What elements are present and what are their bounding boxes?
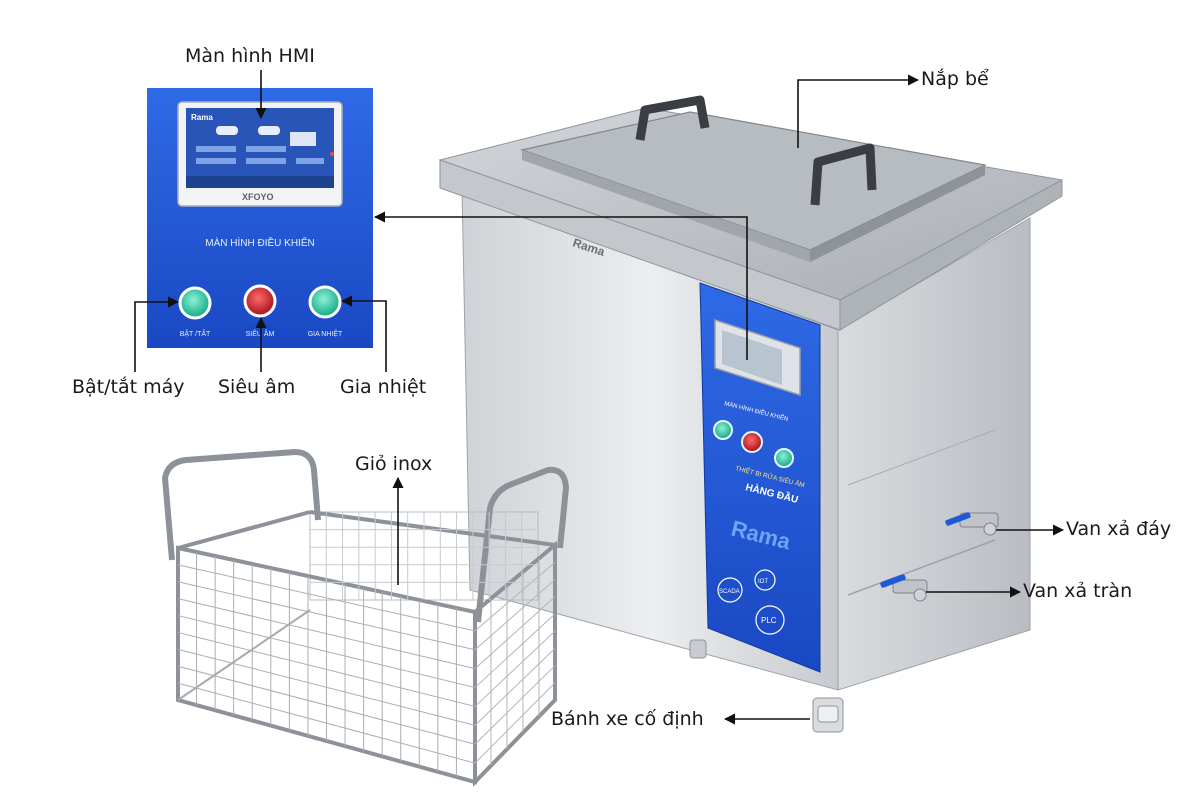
basket-wire (474, 579, 556, 651)
hmi-screen-widget (258, 126, 280, 135)
tank-ultrasonic-button[interactable] (741, 431, 763, 453)
hmi-screen-footer (186, 176, 334, 188)
ball-valve-icon[interactable] (945, 512, 999, 536)
callout-basket: Giỏ inox (355, 453, 433, 475)
leader-lines (134, 70, 1065, 725)
hmi-screen-widget (196, 146, 236, 152)
callout-bottom-drain: Van xả đáy (1066, 518, 1172, 540)
ultrasonic-button-label: SIÊU ÂM (246, 329, 275, 338)
hmi-screen-widget (246, 146, 286, 152)
hmi-screen-widget (290, 132, 316, 146)
badge-scada (717, 577, 743, 603)
hmi-indicator (330, 152, 334, 156)
badge-plc (755, 605, 785, 635)
callout-heating: Gia nhiệt (340, 376, 427, 398)
callout-lid: Nắp bể (921, 68, 989, 90)
basket-wire (474, 665, 556, 745)
basket-wire (177, 682, 476, 764)
basket-wire (177, 648, 476, 726)
power-button-label: BẬT /TẮT (180, 329, 211, 338)
leader-heating (340, 295, 387, 372)
ultrasonic-tank: Rama MÀN HÌNH ĐIỀU KHIỂN THIẾT BỊ RỬA SI… (438, 95, 1064, 733)
basket-wire (177, 665, 476, 745)
ball-valve-icon[interactable] (880, 574, 928, 602)
callout-ultrasonic: Siêu âm (218, 376, 296, 398)
basket-wire (177, 581, 476, 651)
basket-wire (474, 613, 556, 688)
basket-wire (177, 631, 476, 707)
basket-rim (177, 510, 311, 550)
hmi-screen-widget (196, 158, 236, 164)
stainless-basket (162, 449, 569, 787)
ultrasonic-button[interactable] (243, 284, 277, 318)
badge-scada-label: SCADA (719, 589, 740, 595)
badge-iot (754, 569, 776, 591)
control-panel-inset: Rama XFOYO MÀN HÌNH ĐIỀU KHIỂN BẬT /TẮT … (147, 88, 373, 348)
power-button[interactable] (178, 286, 212, 320)
basket-wire (474, 596, 556, 670)
callout-overflow-drain: Van xả tràn (1023, 580, 1133, 602)
badge-plc-label: PLC (761, 616, 777, 625)
tank-control-panel: MÀN HÌNH ĐIỀU KHIỂN THIẾT BỊ RỬA SIÊU ÂM… (699, 282, 821, 673)
tank-lower-seam (847, 539, 996, 596)
tank-rim-side-edge (839, 179, 1063, 331)
panel-title: MÀN HÌNH ĐIỀU KHIỂN (205, 236, 314, 249)
leader-lid (797, 74, 920, 148)
leader-power (134, 296, 180, 372)
lid-handle-icon (635, 95, 710, 141)
tank-lower-seam (847, 429, 996, 486)
basket-rim (309, 510, 556, 547)
basket-floor-edge (177, 609, 311, 701)
callout-power: Bật/tắt máy (72, 376, 185, 398)
tank-power-button[interactable] (713, 420, 733, 440)
leader-panel (373, 211, 748, 360)
heating-button-label: GIA NHIỆT (308, 329, 343, 338)
basket-mesh (177, 512, 556, 777)
basket-handle (475, 466, 569, 623)
hmi-screen-widget (246, 158, 286, 164)
basket-wire (474, 647, 556, 726)
callout-wheels: Bánh xe cố định (551, 708, 704, 730)
badge-iot-label: IOT (758, 579, 768, 585)
callout-hmi-screen: Màn hình HMI (185, 45, 315, 67)
basket-handle (162, 449, 321, 561)
basket-wire (177, 598, 476, 670)
basket-wire (474, 682, 556, 764)
hmi-screen-widget (296, 158, 324, 164)
caster-wheel-icon (689, 639, 707, 659)
basket-wire (177, 615, 476, 689)
lid-handle-icon (810, 143, 877, 206)
hmi-brand: XFOYO (242, 192, 274, 202)
hmi-screen-widget (216, 126, 238, 135)
heating-button[interactable] (308, 285, 342, 319)
basket-wire (474, 630, 556, 707)
caster-wheel-icon (812, 697, 844, 733)
hmi-screen-logo: Rama (191, 113, 213, 122)
tank-heating-button[interactable] (774, 448, 794, 468)
basket-wire (474, 561, 556, 632)
